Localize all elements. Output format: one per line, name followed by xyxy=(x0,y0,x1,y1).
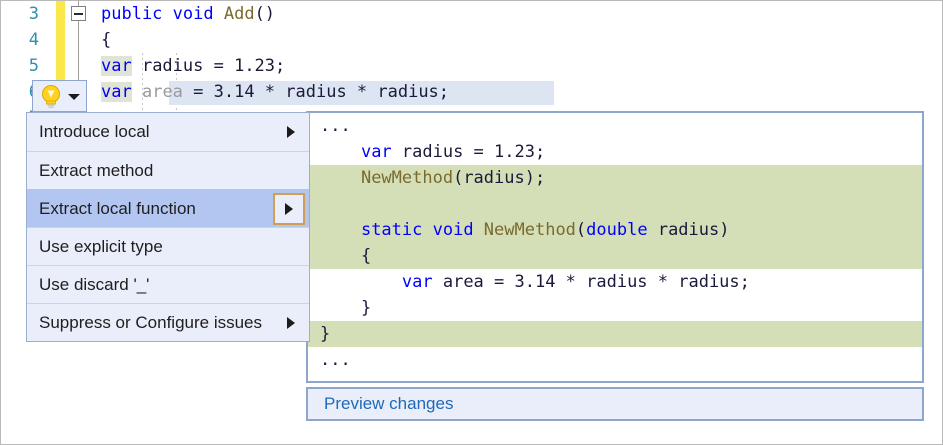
menu-item-label: Suppress or Configure issues xyxy=(39,312,263,332)
menu-item-label: Use discard '_' xyxy=(39,274,150,294)
code-token: = 3.14 * radius * radius; xyxy=(182,82,450,102)
menu-item-use-explicit-type[interactable]: Use explicit type xyxy=(27,227,309,265)
code-line[interactable]: var area = 3.14 * radius * radius; xyxy=(101,79,449,105)
code-token: } xyxy=(320,298,372,318)
menu-item-label: Use explicit type xyxy=(39,236,163,256)
code-line[interactable]: var radius = 1.23; xyxy=(101,53,285,79)
preview-footer: Preview changes xyxy=(306,387,924,421)
code-token: } xyxy=(320,324,331,344)
menu-item-use-discard[interactable]: Use discard '_' xyxy=(27,265,309,303)
preview-context-line: var area = 3.14 * radius * radius; xyxy=(308,269,922,295)
submenu-expander-focused[interactable] xyxy=(273,193,305,225)
code-token: radius = xyxy=(131,56,235,76)
preview-added-line: } xyxy=(308,321,922,347)
lightbulb-icon xyxy=(42,85,60,108)
preview-added-line: NewMethod(radius); xyxy=(308,165,922,191)
preview-changes-link[interactable]: Preview changes xyxy=(324,394,454,413)
preview-code-diff: ... var radius = 1.23; NewMethod(radius)… xyxy=(306,111,924,383)
code-token: var xyxy=(401,272,433,292)
line-number: 3 xyxy=(28,4,39,24)
chevron-right-icon[interactable] xyxy=(287,126,295,138)
code-token: void xyxy=(172,4,224,24)
code-fold-line xyxy=(78,1,79,106)
collapse-region-icon[interactable] xyxy=(71,6,86,21)
code-token xyxy=(320,272,402,292)
code-line[interactable]: public void Add() xyxy=(101,1,275,27)
quick-actions-preview-panel: ... var radius = 1.23; NewMethod(radius)… xyxy=(306,111,924,421)
code-token: double xyxy=(586,220,648,240)
code-token: ( xyxy=(575,220,587,240)
quick-actions-lightbulb-button[interactable] xyxy=(32,80,87,112)
code-token: radius) xyxy=(647,220,730,240)
menu-item-label: Introduce local xyxy=(39,122,150,141)
code-token: Add xyxy=(223,4,255,24)
menu-item-suppress-or-configure-issues[interactable]: Suppress or Configure issues xyxy=(27,303,309,341)
line-number: 5 xyxy=(28,56,39,76)
menu-item-extract-method[interactable]: Extract method xyxy=(27,151,309,189)
code-token: var xyxy=(360,142,392,162)
selection-highlight xyxy=(169,81,554,105)
preview-added-line xyxy=(308,191,922,217)
code-token xyxy=(320,168,361,188)
code-token: 1.23; xyxy=(234,56,286,76)
code-token: area xyxy=(141,82,183,102)
code-token: radius = 1.23; xyxy=(391,142,546,162)
menu-item-label: Extract local function xyxy=(39,198,196,218)
preview-context-line: ... xyxy=(308,113,922,139)
code-line[interactable]: { xyxy=(101,27,111,53)
code-token: { xyxy=(101,30,112,50)
menu-item-introduce-local[interactable]: Introduce local xyxy=(27,113,309,151)
menu-item-extract-local-function[interactable]: Extract local function xyxy=(27,189,309,227)
indent-guide xyxy=(142,53,143,113)
code-token: ... xyxy=(320,116,351,136)
code-token: () xyxy=(254,4,276,24)
code-token: NewMethod xyxy=(360,168,454,188)
chevron-right-icon[interactable] xyxy=(287,316,295,329)
code-token: void xyxy=(432,220,484,240)
preview-context-line: var radius = 1.23; xyxy=(308,139,922,165)
code-token: { xyxy=(320,246,372,266)
code-token: ... xyxy=(320,350,351,370)
preview-added-line: static void NewMethod(double radius) xyxy=(308,217,922,243)
code-token: var xyxy=(101,82,132,102)
code-token: static xyxy=(360,220,433,240)
code-token xyxy=(132,82,142,102)
preview-added-line: { xyxy=(308,243,922,269)
preview-context-line: ... xyxy=(308,347,922,373)
code-token: NewMethod xyxy=(483,220,576,240)
menu-item-label: Extract method xyxy=(39,160,154,180)
preview-context-line: } xyxy=(308,295,922,321)
code-token: (radius); xyxy=(453,168,546,188)
chevron-right-icon[interactable] xyxy=(285,203,293,215)
code-token xyxy=(320,142,361,162)
chevron-down-icon[interactable] xyxy=(68,94,80,100)
code-token xyxy=(320,220,361,240)
line-number: 4 xyxy=(28,30,39,50)
code-token: area = 3.14 * radius * radius; xyxy=(432,272,750,292)
code-token: public xyxy=(101,4,173,24)
modified-line-marker xyxy=(56,1,65,91)
code-token: var xyxy=(101,56,132,76)
